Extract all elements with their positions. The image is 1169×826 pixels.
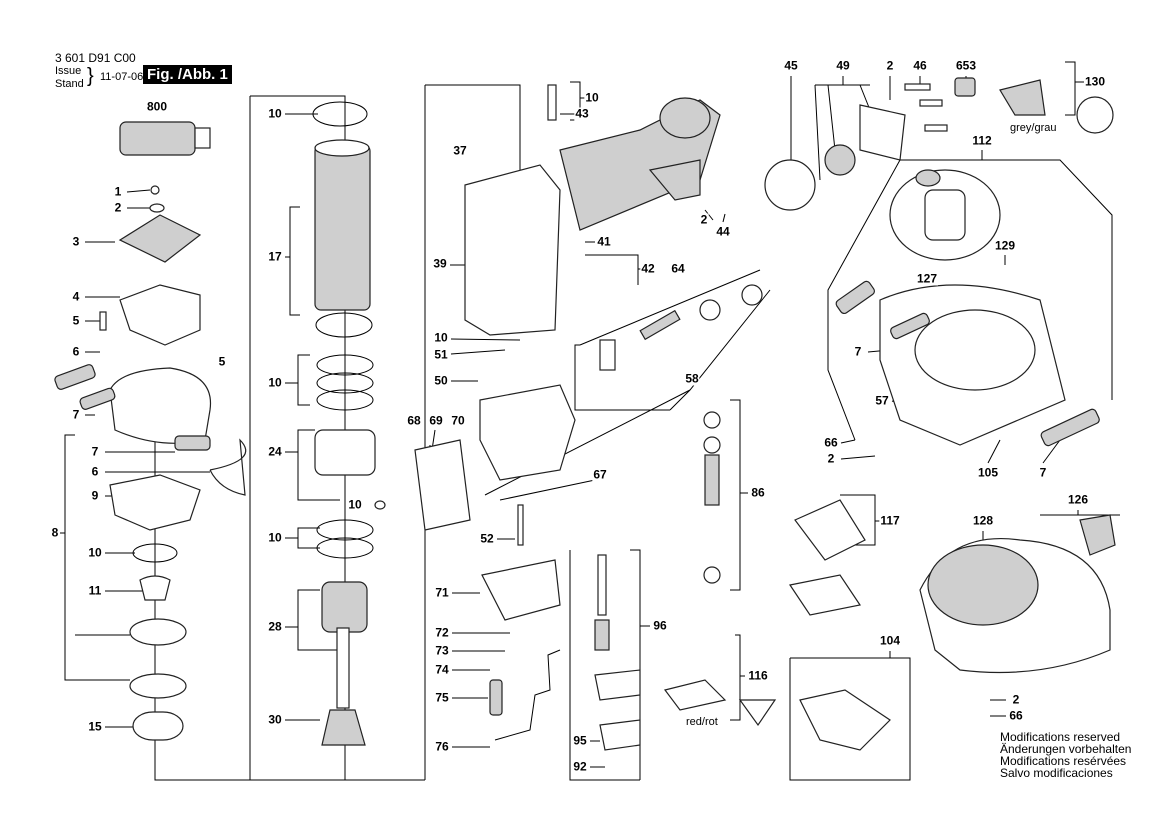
part-label: 46 <box>912 58 928 73</box>
part-label: 105 <box>976 465 1000 480</box>
part-label: 68 <box>406 413 422 428</box>
part-label: 9 <box>90 488 100 503</box>
part-label: 2 <box>826 451 836 466</box>
part-label: 11 <box>87 583 103 598</box>
part-label: 76 <box>434 739 450 754</box>
part-label: 653 <box>954 58 978 73</box>
part-label: 7 <box>1038 465 1048 480</box>
part-label: 3 <box>71 234 81 249</box>
part-label: 96 <box>652 618 668 633</box>
part-label: 95 <box>572 733 588 748</box>
part-label: 2 <box>113 200 123 215</box>
part-label: 51 <box>433 347 449 362</box>
parts-left-column <box>54 121 247 741</box>
part-label: 10 <box>267 530 283 545</box>
part-label: 7 <box>90 444 100 459</box>
issue-date: 11-07-06 <box>100 71 144 83</box>
part-label: 10 <box>87 545 103 560</box>
part-label: 126 <box>1066 492 1090 507</box>
part-label: 70 <box>450 413 466 428</box>
note-fr: Modifications resérvées <box>1000 754 1127 768</box>
stand-label: Stand <box>55 78 84 90</box>
parts-cylinder-column <box>312 101 386 746</box>
part-label: 43 <box>574 106 590 121</box>
part-label: 92 <box>572 759 588 774</box>
part-label: 5 <box>217 354 227 369</box>
part-label: 52 <box>479 531 495 546</box>
note-en: Modifications reserved <box>1000 730 1121 744</box>
part-label: 28 <box>267 619 283 634</box>
part-label: 74 <box>434 662 450 677</box>
part-label: 7 <box>853 344 863 359</box>
note-es: Salvo modificaciones <box>1000 766 1113 780</box>
part-number: 3 601 D91 C00 <box>55 51 136 65</box>
part-label: 69 <box>428 413 444 428</box>
part-label: 86 <box>750 485 766 500</box>
part-label: 6 <box>71 344 81 359</box>
part-label: 49 <box>835 58 851 73</box>
brace: } <box>87 65 94 87</box>
part-label: 2 <box>1011 692 1021 707</box>
part-label: 15 <box>87 719 103 734</box>
grey-note: grey/grau <box>1010 122 1057 134</box>
part-label: 5 <box>71 313 81 328</box>
part-label: 117 <box>879 513 901 528</box>
part-label: 67 <box>592 467 608 482</box>
part-label: 24 <box>267 444 283 459</box>
part-label: 10 <box>584 90 600 105</box>
part-label: 39 <box>432 256 448 271</box>
part-label: 8 <box>50 525 60 540</box>
figure-label: Fig. /Abb. 1 <box>143 65 232 84</box>
part-label: 10 <box>267 375 283 390</box>
part-label: 17 <box>267 249 283 264</box>
parts-magazine <box>764 77 1116 751</box>
part-label: 800 <box>145 99 169 114</box>
part-label: 42 <box>640 261 656 276</box>
part-label: 4 <box>71 289 81 304</box>
note-de: Änderungen vorbehalten <box>1000 742 1132 756</box>
part-label: 64 <box>670 261 686 276</box>
part-label: 130 <box>1083 74 1107 89</box>
part-label: 45 <box>783 58 799 73</box>
part-label: 71 <box>434 585 450 600</box>
part-label: 72 <box>434 625 450 640</box>
part-label: 104 <box>878 633 902 648</box>
part-label: 44 <box>715 224 731 239</box>
parts-housing: BOSCH <box>414 84 777 751</box>
part-label: 129 <box>993 238 1017 253</box>
part-label: 58 <box>684 371 700 386</box>
part-label: 128 <box>971 513 995 528</box>
part-label: 37 <box>452 143 468 158</box>
part-label: 73 <box>434 643 450 658</box>
part-label: 112 <box>971 133 993 148</box>
part-label: 2 <box>699 212 709 227</box>
part-label: 30 <box>267 712 283 727</box>
red-note: red/rot <box>686 716 718 728</box>
part-label: 7 <box>71 407 81 422</box>
part-label: 10 <box>267 106 283 121</box>
part-label: 50 <box>433 373 449 388</box>
part-label: 127 <box>915 271 939 286</box>
part-label: 57 <box>874 393 890 408</box>
part-label: 66 <box>1008 708 1024 723</box>
part-label: 116 <box>747 668 769 683</box>
part-label: 75 <box>434 690 450 705</box>
part-label: 41 <box>596 234 612 249</box>
part-label: 10 <box>433 330 449 345</box>
part-label: 2 <box>885 58 895 73</box>
part-label: 10 <box>347 497 363 512</box>
part-label: 66 <box>823 435 839 450</box>
part-label: 1 <box>113 184 123 199</box>
part-label: 6 <box>90 464 100 479</box>
issue-label: Issue <box>55 65 82 77</box>
